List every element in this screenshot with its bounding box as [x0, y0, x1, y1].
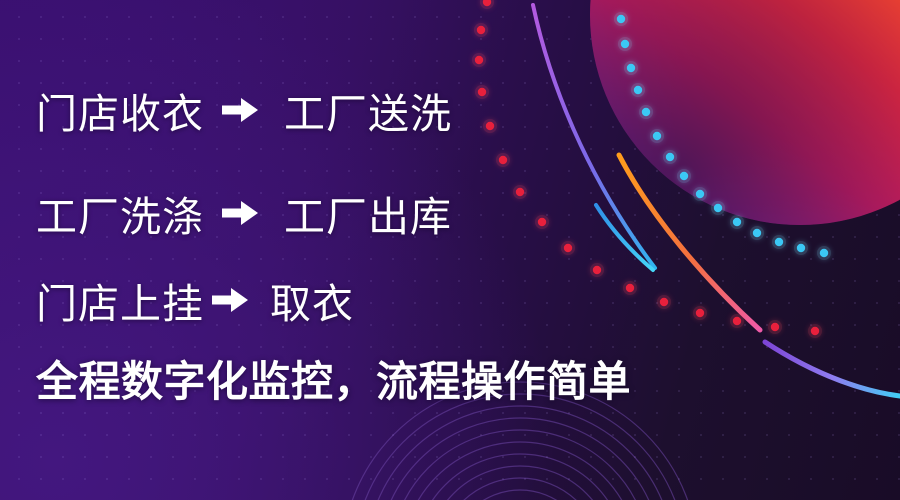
red-dot-arc-dot	[810, 326, 820, 336]
cyan-dot-arc-dot	[819, 248, 829, 258]
cyan-dot-arc-glow	[817, 246, 831, 260]
cyan-dot-arc-dot	[752, 228, 762, 238]
process-line-1: 门店收衣 工厂送洗	[36, 80, 452, 140]
process-line-3-from: 门店上挂	[36, 281, 204, 327]
red-dot-arc-glow	[730, 314, 744, 328]
cyan-dot-arc-dot	[796, 243, 806, 253]
process-line-2-from: 工厂洗涤	[36, 194, 204, 240]
cyan-dot-arc-glow	[750, 226, 764, 240]
red-dot-arc-glow	[768, 320, 782, 334]
cyan-dot-arc-dot	[774, 237, 784, 247]
red-dot-arc-dot	[770, 322, 780, 332]
red-dot-arc-dot	[732, 316, 742, 326]
purple-cyan-arc-lower	[762, 339, 900, 399]
red-dot-arc-glow	[693, 306, 707, 320]
right-arrow-icon	[220, 198, 260, 228]
cyan-dot-arc-glow	[794, 241, 808, 255]
headline-text: 全程数字化监控，流程操作简单	[36, 358, 632, 405]
process-line-3-to: 取衣	[270, 281, 354, 327]
process-line-1-from: 门店收衣	[36, 91, 204, 137]
text-content: 门店收衣 工厂送洗 工厂洗涤 工厂出库 门店上挂	[34, 0, 674, 500]
right-arrow-icon	[210, 285, 250, 315]
cyan-dot-arc-glow	[730, 215, 744, 229]
process-line-2: 工厂洗涤 工厂出库	[36, 183, 452, 243]
right-arrow-icon	[220, 95, 260, 125]
process-line-1-to: 工厂送洗	[284, 91, 452, 137]
cyan-dot-arc-glow	[772, 235, 786, 249]
cyan-dot-arc-dot	[732, 217, 742, 227]
red-dot-arc-glow	[808, 324, 822, 338]
process-line-3: 门店上挂 取衣	[36, 270, 354, 330]
process-line-2-to: 工厂出库	[284, 194, 452, 240]
red-dot-arc-dot	[695, 308, 705, 318]
